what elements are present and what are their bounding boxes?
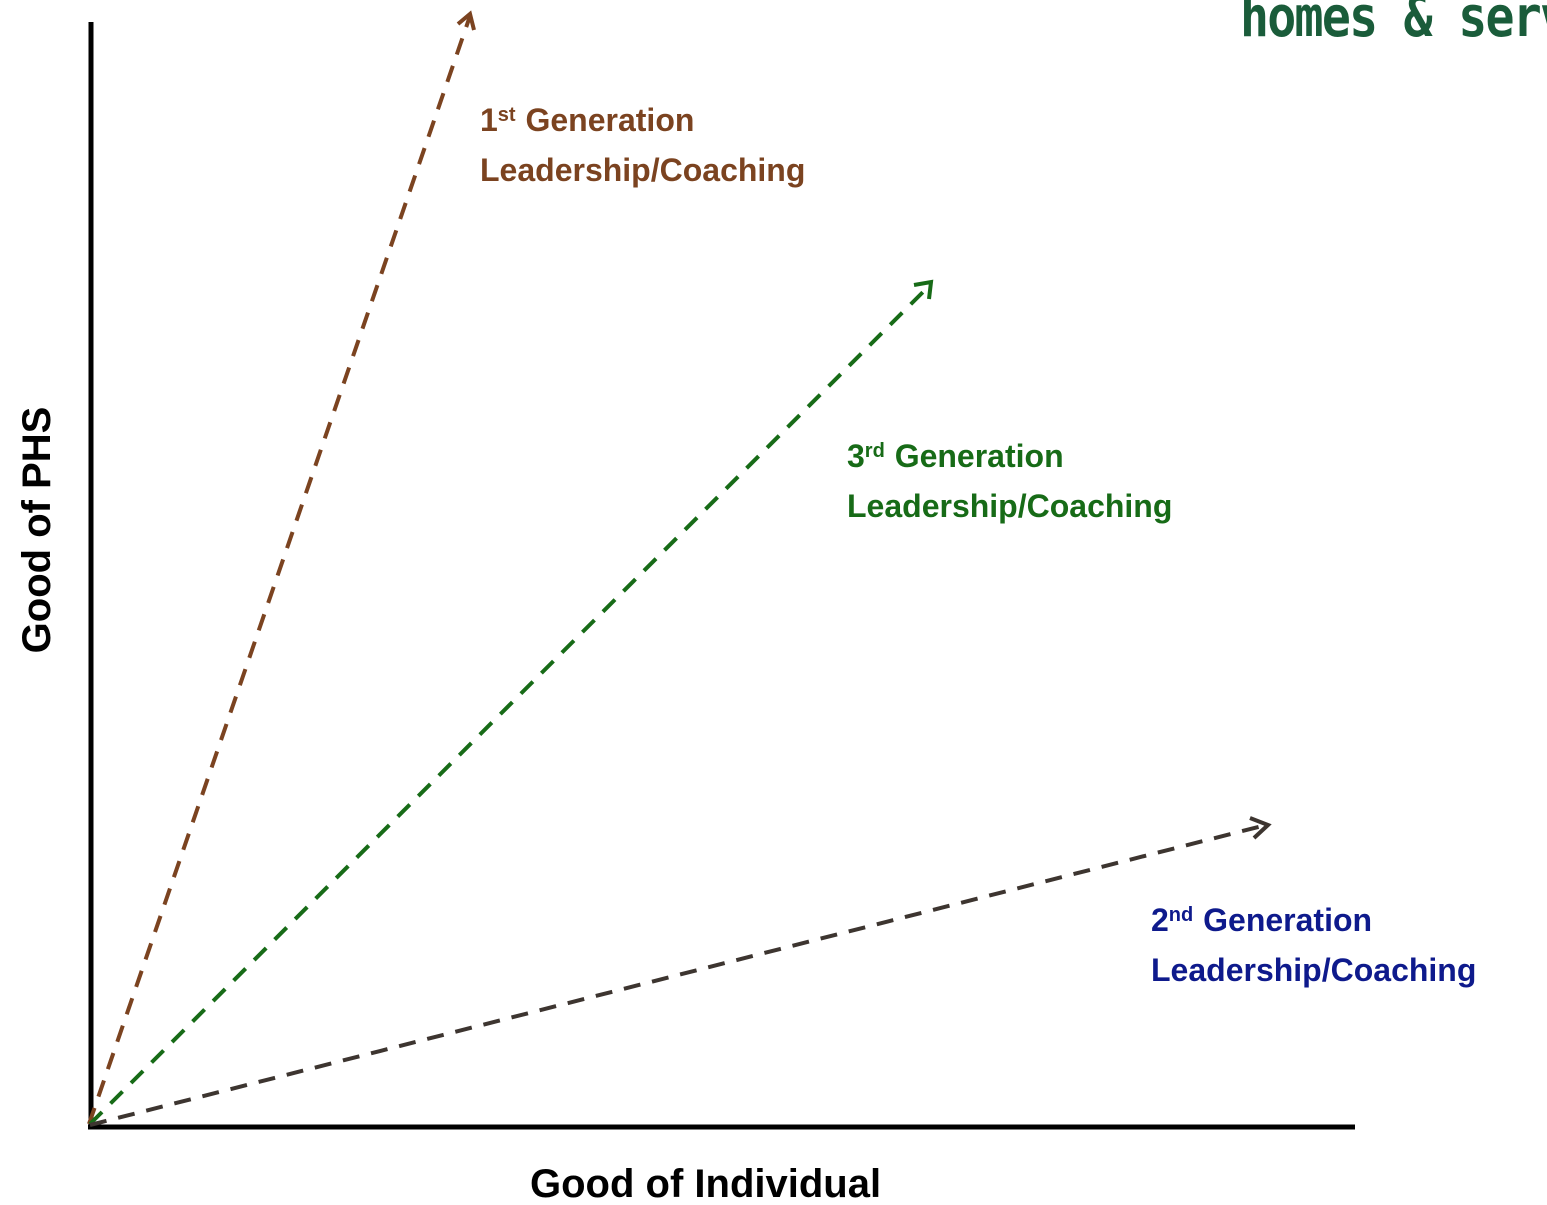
- first-generation-arrowhead: [456, 10, 476, 31]
- first-generation-word: Generation: [525, 102, 695, 138]
- first-ordinal-suffix: st: [497, 104, 516, 126]
- second-generation-label-line2: Leadership/Coaching: [1151, 952, 1477, 988]
- second-generation-arrow-shaft: [89, 823, 1267, 1127]
- second-generation-label: 2nd Generation Leadership/Coaching: [1151, 898, 1476, 993]
- third-ordinal-suffix: rd: [864, 440, 885, 462]
- third-ordinal-number: 3: [847, 438, 865, 474]
- third-generation-arrow-shaft: [88, 282, 933, 1126]
- second-ordinal-number: 2: [1151, 902, 1169, 938]
- x-axis-label: Good of Individual: [530, 1162, 882, 1205]
- second-generation-arrow: [89, 816, 1272, 1127]
- first-generation-arrow-shaft: [87, 15, 472, 1125]
- first-generation-label: 1st Generation Leadership/Coaching: [480, 98, 805, 193]
- first-generation-label-line1: 1st Generation: [480, 98, 805, 148]
- third-generation-arrowhead: [913, 279, 934, 300]
- third-generation-label: 3rd Generation Leadership/Coaching: [847, 434, 1172, 529]
- first-ordinal-number: 1: [480, 102, 498, 138]
- company-logo-text: homes & serv: [1240, 0, 1547, 50]
- third-generation-label-line2: Leadership/Coaching: [847, 488, 1173, 524]
- second-generation-word: Generation: [1203, 902, 1373, 938]
- third-generation-label-line1: 3rd Generation: [847, 434, 1172, 484]
- second-generation-arrowhead: [1249, 816, 1272, 840]
- y-axis-label: Good of PHS: [15, 406, 59, 654]
- second-generation-label-line1: 2nd Generation: [1151, 898, 1476, 948]
- second-ordinal-suffix: nd: [1168, 904, 1194, 926]
- third-generation-arrow: [88, 279, 934, 1126]
- first-generation-label-line2: Leadership/Coaching: [480, 152, 806, 188]
- third-generation-word: Generation: [894, 438, 1064, 474]
- first-generation-arrow: [87, 10, 476, 1125]
